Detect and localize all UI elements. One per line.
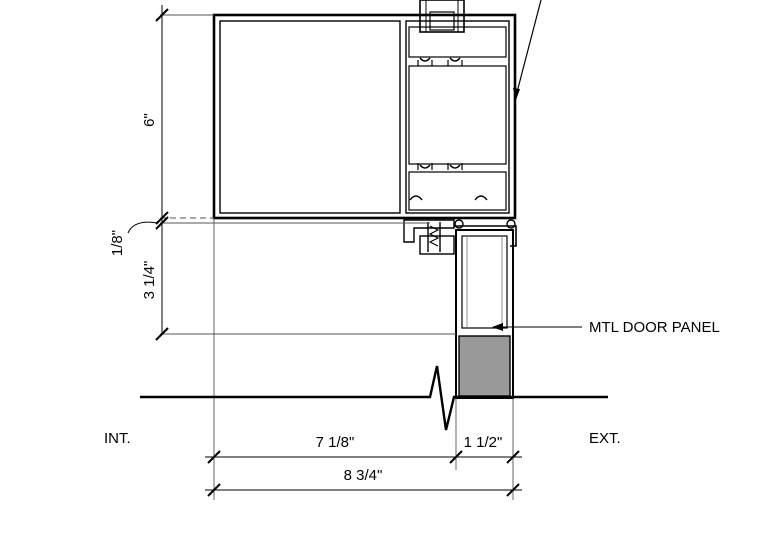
frame-width-dimension: 7 1/8" bbox=[316, 434, 355, 451]
door-stop-assembly bbox=[403, 219, 517, 255]
door-panel-label: MTL DOOR PANEL bbox=[589, 319, 720, 336]
door-panel-leader bbox=[492, 323, 582, 331]
vertical-dimensions bbox=[127, 5, 169, 341]
gap-dimension: 1/8" bbox=[109, 230, 126, 256]
extension-lines bbox=[160, 14, 514, 500]
overall-width-dimension: 8 3/4" bbox=[344, 467, 383, 484]
frame-head bbox=[212, 0, 517, 220]
head-height-dimension: 6" bbox=[141, 113, 158, 127]
floor-break-line bbox=[140, 365, 608, 431]
door-depth-dimension: 1 1/2" bbox=[464, 434, 503, 451]
horizontal-dimensions bbox=[205, 450, 522, 497]
interior-label: INT. bbox=[104, 430, 131, 447]
rail-height-dimension: 3 1/4" bbox=[141, 261, 158, 300]
head-leader bbox=[513, 0, 542, 100]
metal-door-panel bbox=[455, 229, 514, 399]
exterior-label: EXT. bbox=[589, 430, 621, 447]
door-bottom-fill bbox=[458, 335, 511, 397]
